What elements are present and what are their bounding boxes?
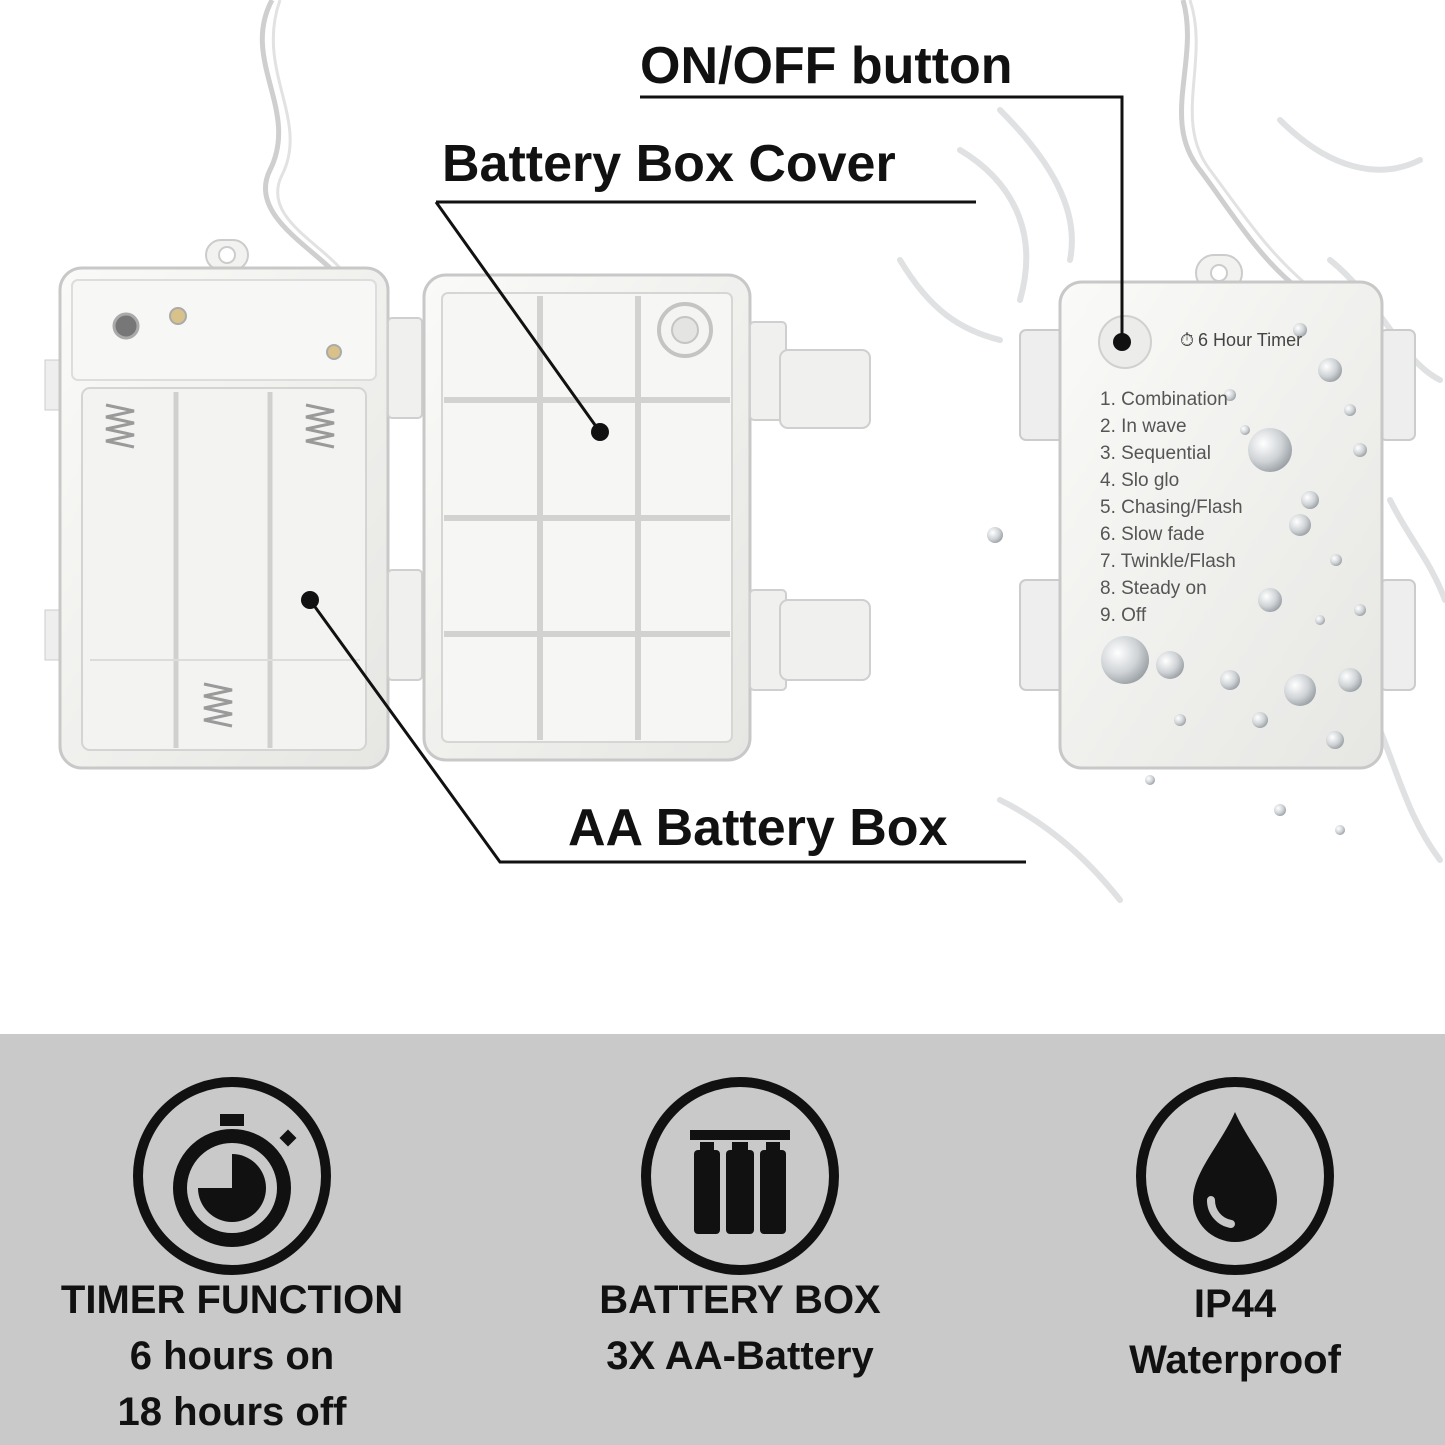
battery-box-illustration bbox=[44, 0, 1445, 903]
mode-list: 1. Combination 2. In wave 3. Sequential … bbox=[1100, 386, 1243, 629]
water-droplets bbox=[987, 323, 1367, 835]
feature-battery: BATTERY BOX 3X AA-Battery bbox=[530, 1034, 950, 1445]
battery-box-cover-label: Battery Box Cover bbox=[442, 135, 896, 193]
mode-item: 2. In wave bbox=[1100, 416, 1187, 437]
feature-title: TIMER FUNCTION bbox=[60, 1278, 404, 1322]
feature-title: BATTERY BOX bbox=[599, 1278, 881, 1322]
timer-label-text: 6 Hour Timer bbox=[1198, 330, 1303, 350]
wire bbox=[259, 0, 1307, 292]
feature-timer: TIMER FUNCTION 6 hours on 18 hours off bbox=[22, 1034, 442, 1445]
feature-detail: 3X AA-Battery bbox=[606, 1334, 874, 1378]
on-off-marker bbox=[1113, 333, 1131, 351]
water-splash bbox=[897, 107, 1445, 903]
mode-item: 1. Combination bbox=[1100, 389, 1228, 410]
stopwatch-icon bbox=[133, 1077, 331, 1275]
feature-detail: 6 hours on bbox=[129, 1334, 335, 1378]
feature-detail: 18 hours off bbox=[117, 1390, 347, 1434]
battery-box-cover bbox=[422, 273, 871, 762]
timer-icon: ⏱ bbox=[1180, 330, 1195, 350]
aa-box-marker bbox=[301, 591, 319, 609]
on-off-button-label: ON/OFF button bbox=[640, 37, 1013, 95]
feature-waterproof: IP44 Waterproof bbox=[1025, 1034, 1445, 1445]
mode-item: 5. Chasing/Flash bbox=[1100, 497, 1243, 518]
feature-band: TIMER FUNCTION 6 hours on 18 hours off B… bbox=[0, 1034, 1445, 1445]
feature-title: IP44 bbox=[1193, 1282, 1277, 1326]
feature-detail: Waterproof bbox=[1129, 1338, 1341, 1382]
battery-icon bbox=[641, 1077, 839, 1275]
mode-item: 9. Off bbox=[1100, 605, 1147, 626]
aa-battery-box-label: AA Battery Box bbox=[568, 799, 948, 857]
mode-item: 4. Slo glo bbox=[1100, 470, 1180, 491]
mode-item: 6. Slow fade bbox=[1100, 524, 1205, 545]
leader-lines bbox=[308, 95, 1124, 864]
timer-label: ⏱6 Hour Timer bbox=[1180, 330, 1302, 351]
water-drop-icon bbox=[1136, 1077, 1334, 1275]
cover-marker bbox=[591, 423, 609, 441]
mode-item: 7. Twinkle/Flash bbox=[1100, 551, 1236, 572]
mode-item: 3. Sequential bbox=[1100, 443, 1211, 464]
mode-item: 8. Steady on bbox=[1100, 578, 1207, 599]
aa-battery-box bbox=[44, 239, 423, 770]
